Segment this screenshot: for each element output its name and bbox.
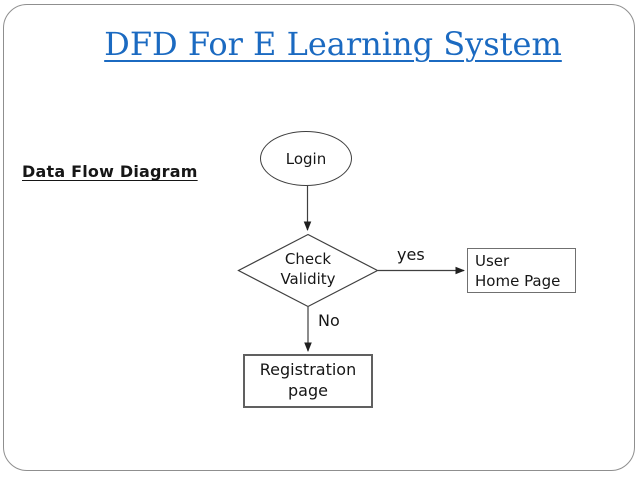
node-user-home-page: User Home Page xyxy=(467,248,576,293)
node-registration-line1: Registration xyxy=(259,360,357,379)
node-registration-page: Registration page xyxy=(243,354,373,408)
node-check-validity-line1: Check xyxy=(284,250,332,268)
node-login-label: Login xyxy=(285,149,327,168)
node-login: Login xyxy=(260,131,352,186)
node-check-validity: Check Validity xyxy=(238,249,378,289)
node-registration-line2: page xyxy=(288,381,328,400)
edge-label-no: No xyxy=(318,311,340,330)
node-user-home-line2: Home Page xyxy=(475,272,561,290)
node-check-validity-line2: Validity xyxy=(280,270,336,288)
node-user-home-line1: User xyxy=(475,252,510,270)
page-title: DFD For E Learning System xyxy=(104,25,562,63)
edge-label-yes: yes xyxy=(397,245,425,264)
diagram-section-label: Data Flow Diagram xyxy=(22,162,198,181)
